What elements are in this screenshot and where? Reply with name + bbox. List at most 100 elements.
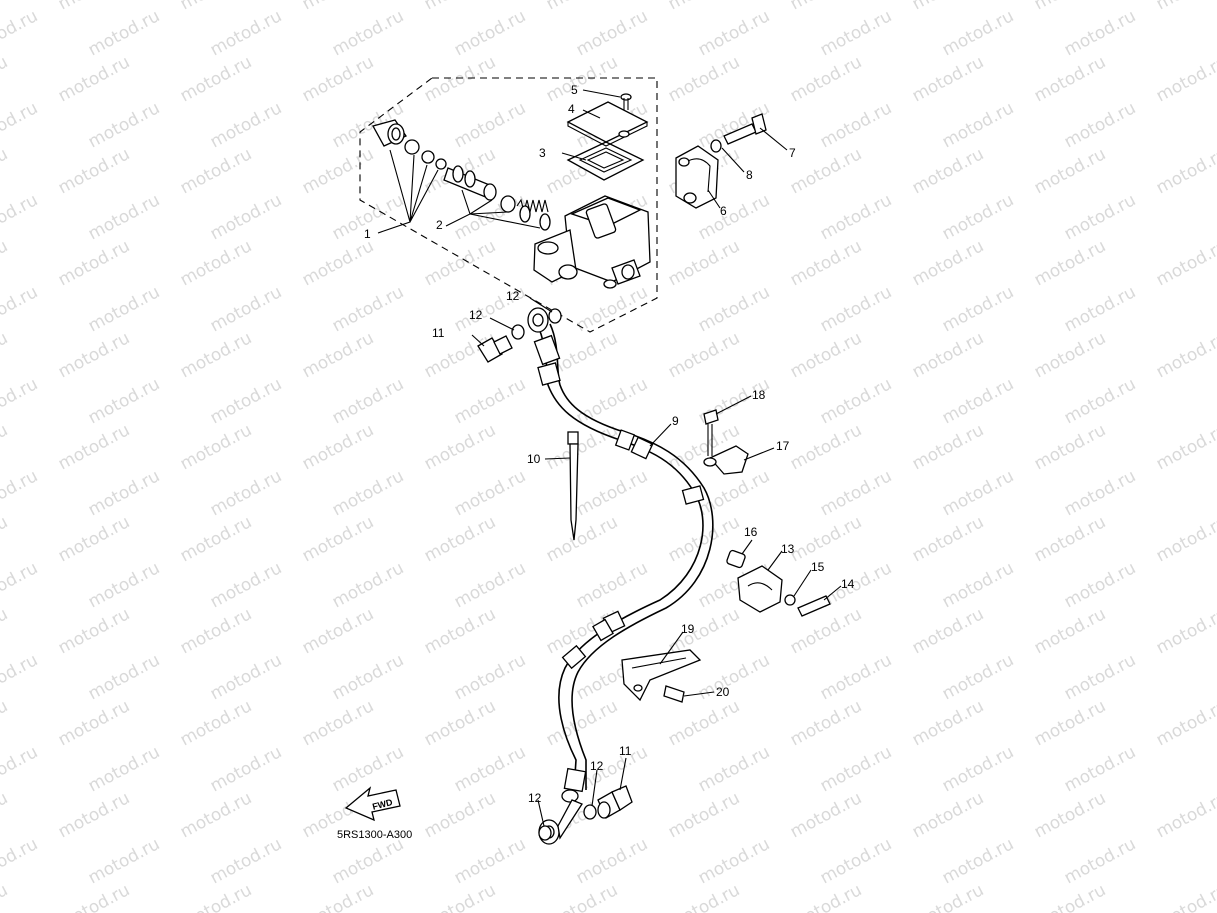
watermark-text: motod.ru bbox=[0, 6, 41, 60]
watermark-text: motod.ru bbox=[1153, 328, 1217, 382]
watermark-text: motod.ru bbox=[665, 0, 743, 14]
hose-guide bbox=[621, 649, 702, 702]
watermark-text: motod.ru bbox=[0, 374, 41, 428]
watermark-text: motod.ru bbox=[451, 466, 529, 520]
watermark-text: motod.ru bbox=[1061, 466, 1139, 520]
cap-screw bbox=[620, 93, 632, 110]
watermark-text: motod.ru bbox=[85, 374, 163, 428]
watermark-text: motod.ru bbox=[573, 6, 651, 60]
watermark-text: motod.ru bbox=[573, 558, 651, 612]
callout-9: 9 bbox=[672, 414, 679, 428]
watermark-text: motod.ru bbox=[1061, 650, 1139, 704]
callout-11b: 11 bbox=[619, 744, 632, 758]
watermark-text: motod.ru bbox=[909, 0, 987, 14]
watermark-text: motod.ru bbox=[939, 282, 1017, 336]
watermark-text: motod.ru bbox=[0, 236, 11, 290]
watermark-text: motod.ru bbox=[817, 6, 895, 60]
gasket-c bbox=[538, 825, 552, 841]
callout-19: 19 bbox=[681, 622, 695, 636]
callout-12b: 12 bbox=[506, 289, 520, 303]
watermark-text: motod.ru bbox=[85, 834, 163, 888]
watermark-text: motod.ru bbox=[573, 742, 651, 796]
watermark-text: motod.ru bbox=[817, 190, 895, 244]
callout-18: 18 bbox=[752, 388, 766, 402]
union-bolt-top bbox=[477, 335, 513, 363]
watermark-text: motod.ru bbox=[939, 98, 1017, 152]
diagram-code: 5RS1300-A300 bbox=[337, 829, 412, 841]
watermark-text: motod.ru bbox=[1153, 696, 1217, 750]
watermark-text: motod.ru bbox=[1153, 52, 1217, 106]
holder-washer-15 bbox=[784, 594, 796, 606]
callout-8: 8 bbox=[746, 168, 753, 182]
watermark-text: motod.ru bbox=[0, 420, 11, 474]
watermark-text: motod.ru bbox=[817, 834, 895, 888]
watermark-text: motod.ru bbox=[817, 374, 895, 428]
watermark-text: motod.ru bbox=[207, 282, 285, 336]
callout-12d: 12 bbox=[528, 791, 542, 805]
piston-kit bbox=[372, 119, 551, 231]
watermark-text: motod.ru bbox=[817, 466, 895, 520]
watermark-text: motod.ru bbox=[55, 0, 133, 14]
watermark-text: motod.ru bbox=[85, 190, 163, 244]
fwd-label: FWD bbox=[371, 797, 394, 812]
hose-holder bbox=[737, 565, 783, 613]
watermark-text: motod.ru bbox=[329, 558, 407, 612]
watermark-text: motod.ru bbox=[0, 52, 11, 106]
callout-5: 5 bbox=[571, 83, 578, 97]
watermark-text: motod.ru bbox=[817, 98, 895, 152]
watermark-text: motod.ru bbox=[207, 374, 285, 428]
watermark-text: motod.ru bbox=[85, 6, 163, 60]
watermark-text: motod.ru bbox=[85, 742, 163, 796]
watermark-text: motod.ru bbox=[695, 834, 773, 888]
watermark-text: motod.ru bbox=[1153, 144, 1217, 198]
callout-12c: 12 bbox=[590, 759, 604, 773]
callout-7: 7 bbox=[789, 146, 796, 160]
watermark-text: motod.ru bbox=[85, 98, 163, 152]
callout-1: 1 bbox=[364, 227, 371, 241]
watermark-text: motod.ru bbox=[817, 282, 895, 336]
watermark-text: motod.ru bbox=[0, 834, 41, 888]
reservoir-diaphragm bbox=[566, 141, 645, 181]
watermark-text: motod.ru bbox=[1031, 0, 1109, 14]
watermark-text: motod.ru bbox=[207, 466, 285, 520]
watermark-text: motod.ru bbox=[1153, 420, 1217, 474]
watermark-text: motod.ru bbox=[0, 604, 11, 658]
hose-clamp-upper bbox=[703, 445, 749, 475]
watermark-text: motod.ru bbox=[0, 880, 11, 913]
watermark-text: motod.ru bbox=[1061, 834, 1139, 888]
watermark-text: motod.ru bbox=[543, 0, 621, 14]
watermark-text: motod.ru bbox=[329, 6, 407, 60]
watermark-text: motod.ru bbox=[299, 0, 377, 14]
watermark-text: motod.ru bbox=[451, 650, 529, 704]
leader-lines bbox=[377, 89, 842, 827]
callout-14: 14 bbox=[841, 577, 855, 591]
watermark-text: motod.ru bbox=[0, 788, 11, 842]
watermark-text: motod.ru bbox=[0, 696, 11, 750]
watermark-text: motod.ru bbox=[177, 0, 255, 14]
holder-bolt bbox=[723, 113, 767, 145]
watermark-text: motod.ru bbox=[695, 6, 773, 60]
watermark-text: motod.ru bbox=[207, 98, 285, 152]
watermark-text: motod.ru bbox=[0, 282, 41, 336]
watermark-text: motod.ru bbox=[817, 650, 895, 704]
master-cylinder-body bbox=[533, 195, 651, 289]
watermark-text: motod.ru bbox=[939, 742, 1017, 796]
callout-10: 10 bbox=[527, 452, 541, 466]
watermark-text: motod.ru bbox=[329, 834, 407, 888]
assembly-boundary bbox=[359, 77, 658, 333]
cable-tie bbox=[567, 431, 579, 541]
callout-6: 6 bbox=[720, 204, 727, 218]
watermark-text: motod.ru bbox=[0, 0, 11, 14]
watermark-text: motod.ru bbox=[329, 374, 407, 428]
watermark-text: motod.ru bbox=[451, 742, 529, 796]
union-bolt-bottom bbox=[597, 785, 633, 819]
watermark-text: motod.ru bbox=[451, 6, 529, 60]
watermark-text: motod.ru bbox=[1153, 604, 1217, 658]
holder-bolt-14 bbox=[797, 595, 831, 617]
watermark-text: motod.ru bbox=[1061, 742, 1139, 796]
watermark-text: motod.ru bbox=[939, 6, 1017, 60]
watermark-text: motod.ru bbox=[1153, 236, 1217, 290]
watermark-text: motod.ru bbox=[207, 190, 285, 244]
watermark-text: motod.ru bbox=[85, 650, 163, 704]
